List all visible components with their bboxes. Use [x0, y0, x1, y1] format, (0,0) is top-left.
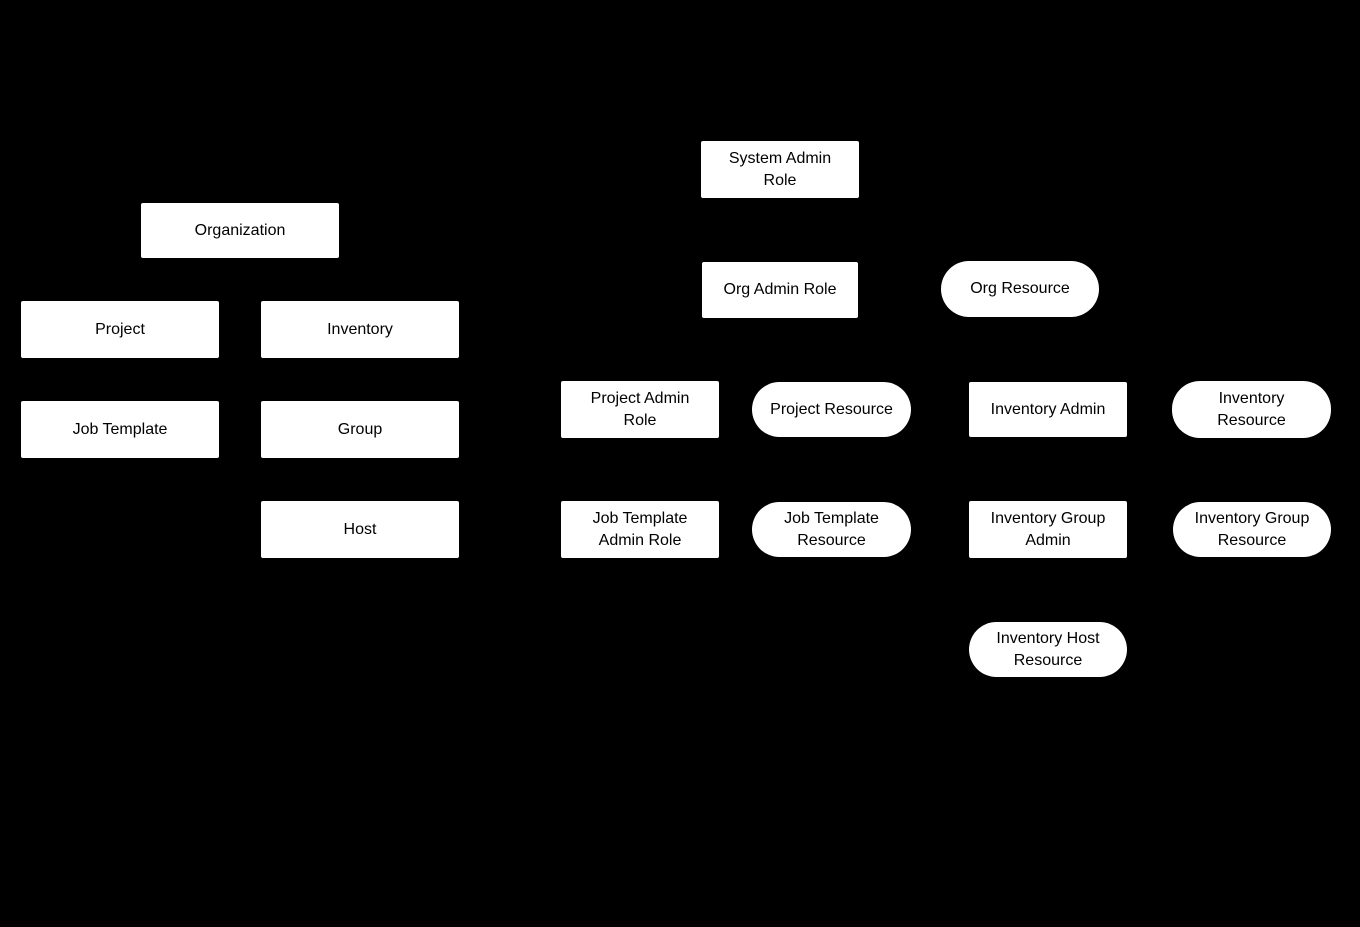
node-job-template: Job Template	[21, 401, 219, 458]
node-label: Inventory Group Admin	[990, 509, 1106, 549]
node-inventory-group-resource: Inventory Group Resource	[1173, 502, 1331, 557]
node-inventory-resource: Inventory Resource	[1172, 381, 1331, 438]
node-system-admin-role: System Admin Role	[701, 141, 859, 198]
node-project: Project	[21, 301, 219, 358]
node-job-template-admin-role: Job Template Admin Role	[561, 501, 719, 558]
node-inventory-group-admin: Inventory Group Admin	[969, 501, 1127, 558]
node-inventory-host-resource: Inventory Host Resource	[969, 622, 1127, 677]
node-organization: Organization	[141, 203, 339, 258]
node-label: Job Template Admin Role	[592, 509, 688, 549]
node-label: Group	[337, 420, 383, 438]
node-label: Inventory Host Resource	[996, 629, 1100, 669]
node-label: Inventory Resource	[1217, 389, 1286, 429]
node-label: Inventory Group Resource	[1194, 509, 1310, 549]
node-label: Inventory	[327, 320, 393, 338]
node-label: Project	[95, 320, 145, 338]
node-label: Inventory Admin	[990, 400, 1106, 418]
node-label: Job Template	[72, 420, 168, 438]
node-label: Project Admin Role	[590, 389, 690, 429]
node-project-resource: Project Resource	[752, 382, 911, 437]
node-label: System Admin Role	[728, 149, 832, 189]
node-org-admin-role: Org Admin Role	[702, 262, 858, 318]
node-inventory: Inventory	[261, 301, 459, 358]
node-inventory-admin: Inventory Admin	[969, 382, 1127, 437]
node-host: Host	[261, 501, 459, 558]
node-label: Organization	[194, 221, 286, 239]
node-job-template-resource: Job Template Resource	[752, 502, 911, 557]
node-label: Host	[343, 520, 377, 538]
node-org-resource: Org Resource	[941, 261, 1099, 317]
node-group: Group	[261, 401, 459, 458]
node-label: Project Resource	[770, 400, 893, 418]
node-label: Job Template Resource	[784, 509, 879, 549]
node-label: Org Resource	[970, 280, 1070, 297]
node-project-admin-role: Project Admin Role	[561, 381, 719, 438]
node-label: Org Admin Role	[723, 281, 837, 298]
